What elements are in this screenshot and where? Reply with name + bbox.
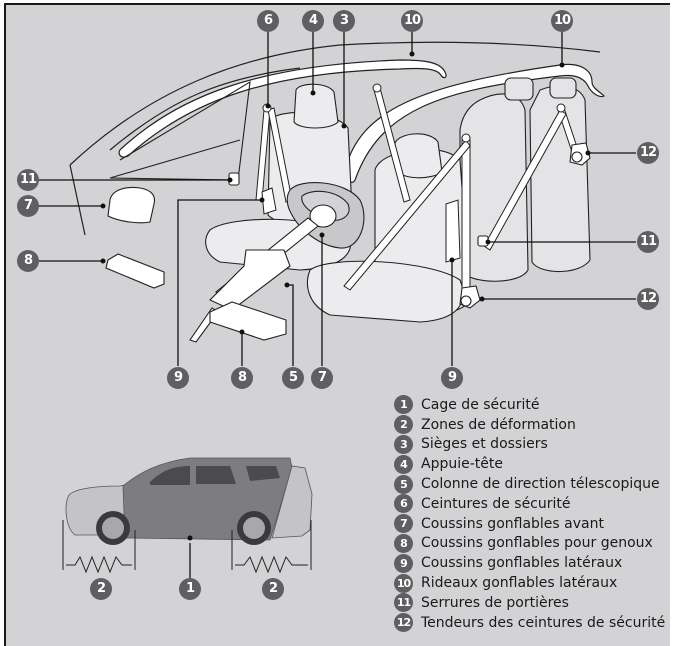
leader-dots bbox=[100, 51, 591, 335]
legend-label: Zones de déformation bbox=[421, 416, 576, 433]
side-airbag-driver bbox=[261, 187, 277, 215]
car-roof-outline bbox=[69, 41, 601, 236]
legend-item: 1 Cage de sécurité bbox=[394, 395, 669, 415]
legend-item: 8 Coussins gonflables pour genoux bbox=[394, 533, 669, 554]
front-airbag-driver bbox=[309, 204, 337, 228]
legend-label: Tendeurs des ceintures de sécurité bbox=[421, 614, 666, 631]
legend-item: 12 Tendeurs des ceintures de sécurité bbox=[394, 613, 669, 633]
seat-belts bbox=[255, 83, 579, 291]
seatbelt-pretensioners bbox=[459, 142, 591, 309]
legend-badge: 7 bbox=[394, 514, 413, 534]
legend-badge: 12 bbox=[394, 613, 413, 633]
callout-badge-crumple-front: 2 bbox=[90, 578, 112, 600]
callout-badge-pretensioner-front: 12 bbox=[637, 288, 659, 310]
legend-item: 9 Coussins gonflables latéraux bbox=[394, 553, 669, 573]
legend-badge: 2 bbox=[394, 415, 413, 435]
suv-rear-section bbox=[271, 465, 313, 539]
legend-label: Appuie-tête bbox=[421, 456, 503, 473]
callout-badge-headrest: 4 bbox=[302, 10, 324, 32]
callout-badge-door-lock-rear: 11 bbox=[637, 231, 659, 253]
legend-badge: 4 bbox=[394, 454, 413, 474]
legend-label: Rideaux gonflables latéraux bbox=[421, 575, 618, 592]
callout-badge-curtain-front: 10 bbox=[401, 10, 423, 32]
steering-assembly bbox=[189, 182, 365, 343]
legend-label: Colonne de direction télescopique bbox=[421, 476, 660, 493]
callout-badge-front-airbag-passenger: 7 bbox=[17, 195, 39, 217]
rear-seats bbox=[459, 77, 591, 282]
side-airbag-passenger bbox=[445, 199, 461, 263]
legend-label: Ceintures de sécurité bbox=[421, 495, 571, 512]
legend-badge: 5 bbox=[394, 474, 413, 494]
legend-label: Coussins gonflables avant bbox=[421, 515, 604, 532]
callout-badge-safety-cage: 1 bbox=[179, 578, 201, 600]
legend-label: Coussins gonflables latéraux bbox=[421, 555, 623, 572]
leader-dot-cage bbox=[187, 535, 193, 541]
legend-label: Cage de sécurité bbox=[421, 396, 540, 413]
legend-item: 10 Rideaux gonflables latéraux bbox=[394, 573, 669, 593]
legend-item: 7 Coussins gonflables avant bbox=[394, 514, 669, 534]
legend-badge: 10 bbox=[394, 573, 413, 593]
suv-side-view bbox=[65, 457, 313, 545]
legend-item: 3 Sièges et dossiers bbox=[394, 434, 669, 455]
legend-badge: 8 bbox=[394, 533, 413, 553]
legend-badge: 6 bbox=[394, 494, 413, 514]
callout-badge-side-airbag-passenger: 9 bbox=[441, 367, 463, 389]
legend-item: 6 Ceintures de sécurité bbox=[394, 494, 669, 514]
crumple-zone-markers bbox=[62, 520, 312, 578]
callout-badge-crumple-rear: 2 bbox=[262, 578, 284, 600]
callout-badge-pretensioner-rear: 12 bbox=[637, 142, 659, 164]
knee-airbag-driver bbox=[209, 301, 287, 341]
curtain-airbag-rear bbox=[344, 63, 606, 183]
legend-label: Serrures de portières bbox=[421, 594, 569, 611]
legend-item: 5 Colonne de direction télescopique bbox=[394, 474, 669, 494]
legend-badge: 3 bbox=[394, 434, 413, 454]
curtain-airbag-front bbox=[118, 59, 447, 158]
callout-badge-seatbelts: 6 bbox=[257, 10, 279, 32]
legend-item: 11 Serrures de portières bbox=[394, 593, 669, 613]
callout-badge-side-airbag-driver: 9 bbox=[167, 367, 189, 389]
callout-badge-front-airbag-driver: 7 bbox=[311, 367, 333, 389]
legend-badge: 9 bbox=[394, 553, 413, 573]
callout-badge-knee-airbag-passenger: 8 bbox=[17, 250, 39, 272]
callout-badge-steering-column: 5 bbox=[282, 367, 304, 389]
callout-badge-curtain-rear: 10 bbox=[551, 10, 573, 32]
knee-airbag-passenger bbox=[105, 253, 165, 289]
legend-label: Sièges et dossiers bbox=[421, 436, 548, 453]
callout-badge-seats: 3 bbox=[333, 10, 355, 32]
door-frame bbox=[109, 80, 251, 181]
callout-badge-knee-airbag-driver: 8 bbox=[231, 367, 253, 389]
legend-item: 4 Appuie-tête bbox=[394, 454, 669, 474]
legend-badge: 11 bbox=[394, 593, 413, 613]
legend-badge: 1 bbox=[394, 395, 413, 415]
front-airbag-passenger bbox=[107, 186, 156, 224]
legend-item: 2 Zones de déformation bbox=[394, 415, 669, 435]
callout-badge-door-lock-front: 11 bbox=[17, 169, 39, 191]
legend-label: Coussins gonflables pour genoux bbox=[421, 535, 653, 552]
